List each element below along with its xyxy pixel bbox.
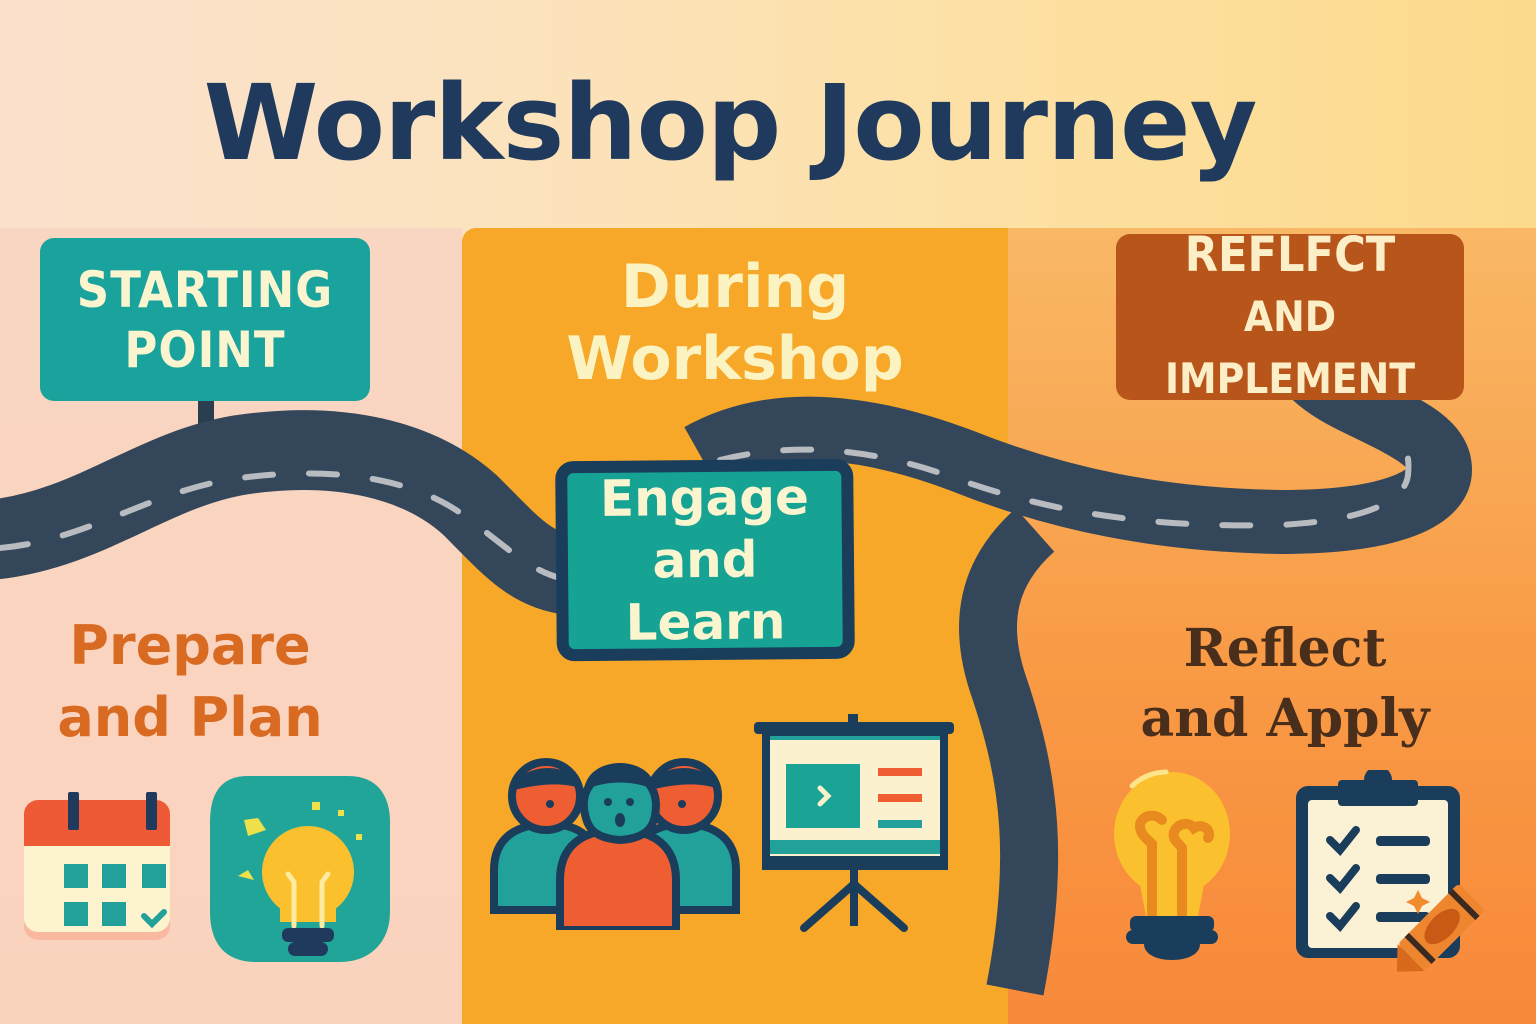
label-line: and Apply [1140, 688, 1430, 749]
crayon-icon [1396, 884, 1484, 972]
sign-line: During [620, 252, 850, 322]
sign-starting-point: STARTING POINT [40, 238, 370, 401]
calendar-icon [24, 792, 170, 940]
sign-line: POINT [124, 320, 286, 379]
sign-reflect-implement: REFLFCT AND IMPLEMENT [1116, 227, 1464, 403]
presentation-board-icon [754, 714, 954, 932]
sign-line: AND IMPLEMENT [1164, 292, 1416, 403]
label-line: Reflect [1183, 618, 1387, 679]
page-title: Workshop Journey [203, 62, 1258, 184]
label-line: Prepare [69, 614, 311, 677]
group-people-icon [490, 758, 740, 930]
label-line: and Plan [57, 686, 323, 749]
stage-label-apply: Reflect and Apply [1110, 614, 1460, 754]
stage-label-prepare: Prepare and Plan [30, 610, 350, 754]
sign-line: and Learn [625, 530, 786, 652]
sign-line: STARTING [76, 260, 334, 319]
sign-line: REFLFCT [1184, 227, 1396, 283]
lightbulb-icon [1114, 769, 1230, 960]
checklist-clipboard-icon [1296, 770, 1460, 958]
sign-engage-learn: Engage and Learn [555, 458, 855, 662]
sign-line: Engage [599, 468, 810, 528]
sign-during-workshop: During Workshop [462, 248, 1008, 398]
lightbulb-idea-icon [210, 776, 390, 962]
sign-line: Workshop [566, 324, 904, 394]
